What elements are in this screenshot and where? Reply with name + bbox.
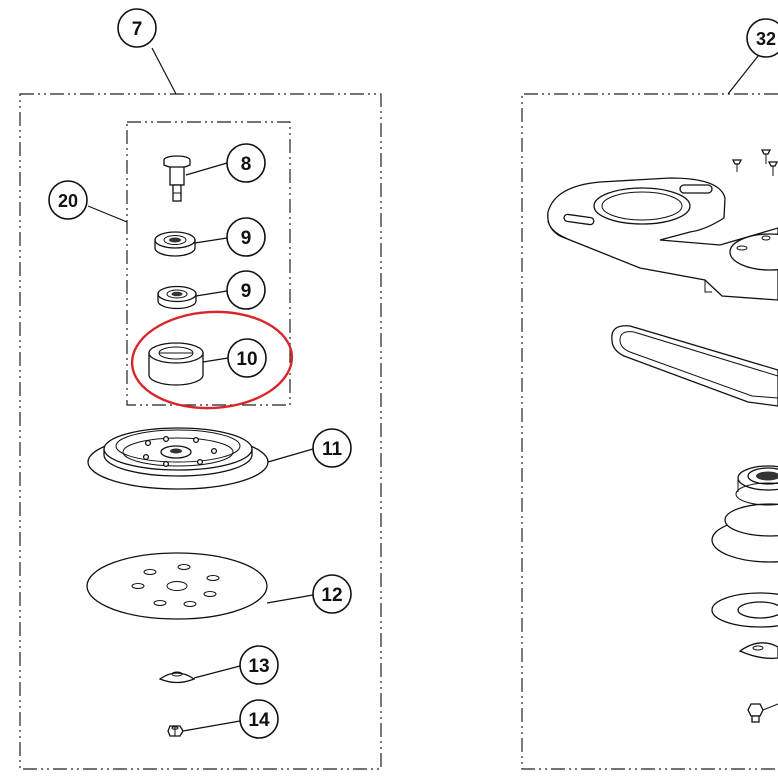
svg-text:9: 9 bbox=[241, 281, 252, 302]
assembly-7-group: 7 20 8 9 bbox=[19, 8, 382, 770]
pulley-right bbox=[711, 465, 778, 563]
leader-32 bbox=[727, 55, 759, 95]
leader-12 bbox=[266, 594, 314, 604]
leader-20 bbox=[87, 205, 128, 223]
callout-8[interactable]: 8 bbox=[226, 143, 266, 183]
part-8-shoulder-pin bbox=[163, 155, 191, 202]
svg-text:20: 20 bbox=[58, 191, 78, 211]
svg-text:12: 12 bbox=[321, 585, 342, 606]
callout-20[interactable]: 20 bbox=[48, 180, 88, 220]
svg-text:9: 9 bbox=[241, 228, 252, 249]
washer-right bbox=[711, 592, 778, 628]
leader-13 bbox=[193, 665, 241, 679]
callout-14[interactable]: 14 bbox=[239, 699, 279, 739]
callout-13[interactable]: 13 bbox=[239, 645, 279, 685]
drive-belt bbox=[611, 325, 778, 407]
leader-9b bbox=[195, 290, 228, 297]
leader-10 bbox=[202, 357, 229, 363]
subassembly-20-frame bbox=[126, 121, 291, 406]
part-9-bearing-lower bbox=[157, 285, 197, 310]
bolt-right bbox=[747, 703, 778, 723]
svg-text:32: 32 bbox=[756, 29, 776, 49]
part-9-bearing-upper bbox=[154, 231, 196, 257]
leader-9a bbox=[194, 237, 228, 244]
assembly-7-frame bbox=[19, 93, 382, 770]
callout-10[interactable]: 10 bbox=[227, 338, 267, 378]
deck-plate bbox=[547, 177, 778, 301]
assembly-32-group: 32 bbox=[521, 18, 778, 770]
svg-text:11: 11 bbox=[322, 439, 343, 460]
svg-text:10: 10 bbox=[236, 349, 257, 370]
callout-9-lower[interactable]: 9 bbox=[226, 270, 266, 310]
leader-11 bbox=[267, 448, 314, 463]
leader-8 bbox=[185, 162, 228, 176]
part-13-washer bbox=[158, 671, 196, 684]
callout-11[interactable]: 11 bbox=[312, 428, 352, 468]
callout-7[interactable]: 7 bbox=[117, 8, 157, 48]
leader-7 bbox=[151, 47, 177, 95]
part-12-disc bbox=[86, 552, 268, 620]
svg-text:7: 7 bbox=[132, 19, 143, 40]
screws-top bbox=[731, 149, 778, 176]
callout-12[interactable]: 12 bbox=[312, 574, 352, 614]
part-14-nut bbox=[167, 725, 184, 737]
part-10-spacer bbox=[148, 342, 204, 386]
highlight-ellipse bbox=[130, 310, 294, 410]
assembly-32-frame bbox=[521, 93, 778, 770]
part-11-pulley bbox=[87, 427, 269, 490]
svg-text:13: 13 bbox=[248, 656, 269, 677]
callout-9-upper[interactable]: 9 bbox=[226, 217, 266, 257]
svg-text:8: 8 bbox=[241, 154, 252, 175]
svg-text:14: 14 bbox=[248, 710, 270, 731]
leader-14 bbox=[182, 720, 241, 732]
cone-washer-right bbox=[738, 642, 778, 659]
callout-32[interactable]: 32 bbox=[746, 18, 778, 58]
